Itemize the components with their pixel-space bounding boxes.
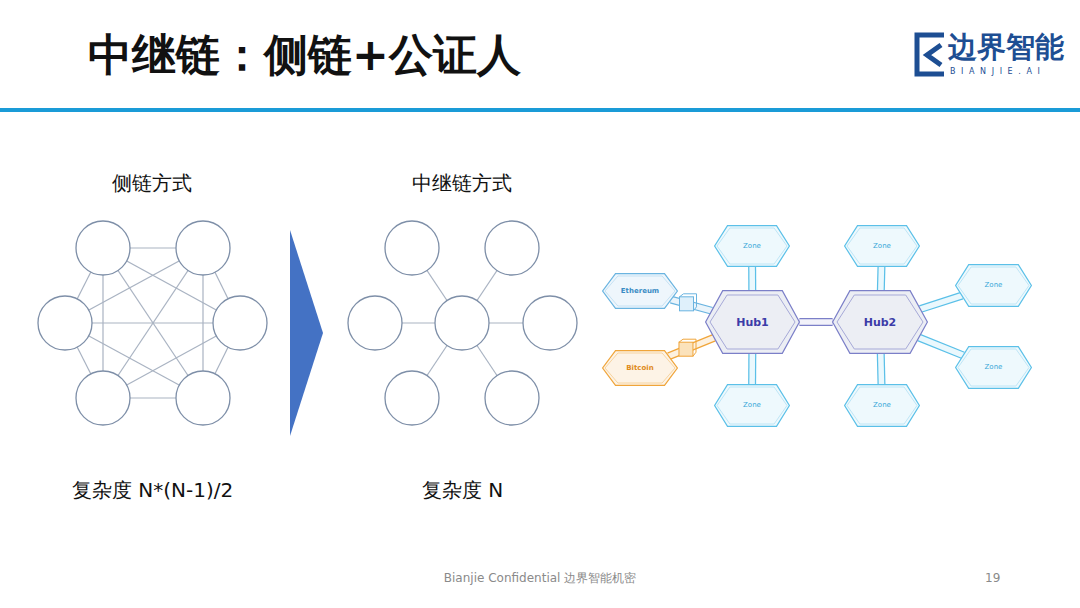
connector-pipe [920,296,962,309]
chain-circle [485,221,539,275]
hexagon-inner [717,387,787,424]
zone-hexagon: Zone [714,225,790,267]
node-text: Hub2 [864,317,897,328]
hexagon-outer [706,291,800,354]
hexagon-outer [845,226,920,267]
chain-hexagon: Bitcoin [602,350,678,386]
slide-title: 中继链：侧链+公证人 [88,33,521,77]
pipe-outline [877,266,886,290]
hexagon-outer [715,226,790,267]
logo-subtitle: BIANJIE.AI [950,67,1045,77]
complexity-note: 复杂度 N*(N-1)/2 [72,478,233,502]
transition-arrow [290,230,323,436]
hexagon-outer [715,385,790,427]
hexagon-inner [710,295,795,349]
section-label: 中继链方式 [412,171,512,195]
chain-hexagon: Ethereum [602,273,678,309]
connector-pipe [919,338,963,356]
adapter-cube-top [680,294,697,311]
pipe-fill [799,319,832,325]
zone-hexagon: Zone [955,346,1032,389]
hexagon-inner [958,267,1029,304]
mesh-circles [38,221,267,425]
adapter-cube-top [679,339,696,356]
hub-hexagon: Hub2 [832,290,928,354]
footer-text: Bianjie Confidential 边界智能机密 [444,571,636,585]
hexagon-outer [956,265,1032,307]
node-text: Hub1 [736,317,769,328]
connector-pipe [752,353,753,384]
chain-circle [385,371,439,425]
hexagon-outer [603,274,678,309]
hexagon-inner [717,228,787,264]
chain-circle [176,221,230,275]
adapter-cube [679,342,693,356]
chain-circle [385,221,439,275]
pipe-outline [748,353,756,384]
pipe-fill [878,353,884,384]
section-label: 侧链方式 [112,171,192,195]
node-text: Bitcoin [626,365,653,372]
node-text: Zone [743,402,761,409]
connector-pipe [752,266,753,290]
relay-circle [435,296,489,350]
chain-circle [76,371,130,425]
hexagon-inner [605,353,675,383]
zone-hexagon: Zone [714,384,790,427]
complexity-note: 复杂度 N [422,478,503,502]
star-circles [348,221,577,425]
chain-circle [348,296,402,350]
chain-circle [176,371,230,425]
connector-pipe [799,322,832,323]
zone-hexagon: Zone [955,264,1032,307]
adapter-cube [680,297,694,311]
hexagon-inner [847,228,917,264]
node-text: Zone [985,364,1003,371]
zone-hexagon: Zone [844,225,920,267]
pipe-outline [877,353,886,384]
hexagon-inner [958,349,1029,386]
header-rule [0,108,1080,112]
zone-hexagon: Zone [844,384,920,427]
pipe-fill [919,338,963,356]
logo-text: 边界智能 [948,30,1064,65]
pipe-outline [920,296,962,309]
page-number: 19 [985,571,1000,585]
connector-pipe [669,338,714,357]
pipe-fill [878,266,884,290]
node-text: Zone [873,402,891,409]
hexagon-outer [845,385,920,427]
hexagon-outer [833,291,928,354]
pipe-fill [749,266,755,290]
logo-icon [917,35,944,74]
connector-pipe [880,266,882,290]
node-text: Zone [743,243,761,250]
logo-bracket [917,35,944,74]
pipe-outline [669,338,714,357]
chain-circle [523,296,577,350]
pipe-outline [748,266,756,290]
connector-pipe [671,294,712,311]
hexagon-inner [837,295,923,349]
node-text: Zone [873,243,891,250]
chain-circle [76,221,130,275]
hub-hexagon: Hub1 [705,290,800,354]
pipe-outline [799,318,832,326]
node-text: Ethereum [621,288,659,295]
node-text: Zone [985,282,1003,289]
pipe-fill [669,338,714,357]
hexagon-outer [603,351,678,386]
pipe-fill [749,353,755,384]
pipe-fill [920,296,962,309]
hexagon-outer [956,347,1032,389]
logo-chevron [927,45,941,65]
connector-pipe [880,353,882,384]
hexagon-inner [605,276,675,306]
chain-circle [485,371,539,425]
hexagon-inner [847,387,917,424]
chain-circle [38,296,92,350]
pipe-outline [919,338,963,356]
chain-circle [213,296,267,350]
